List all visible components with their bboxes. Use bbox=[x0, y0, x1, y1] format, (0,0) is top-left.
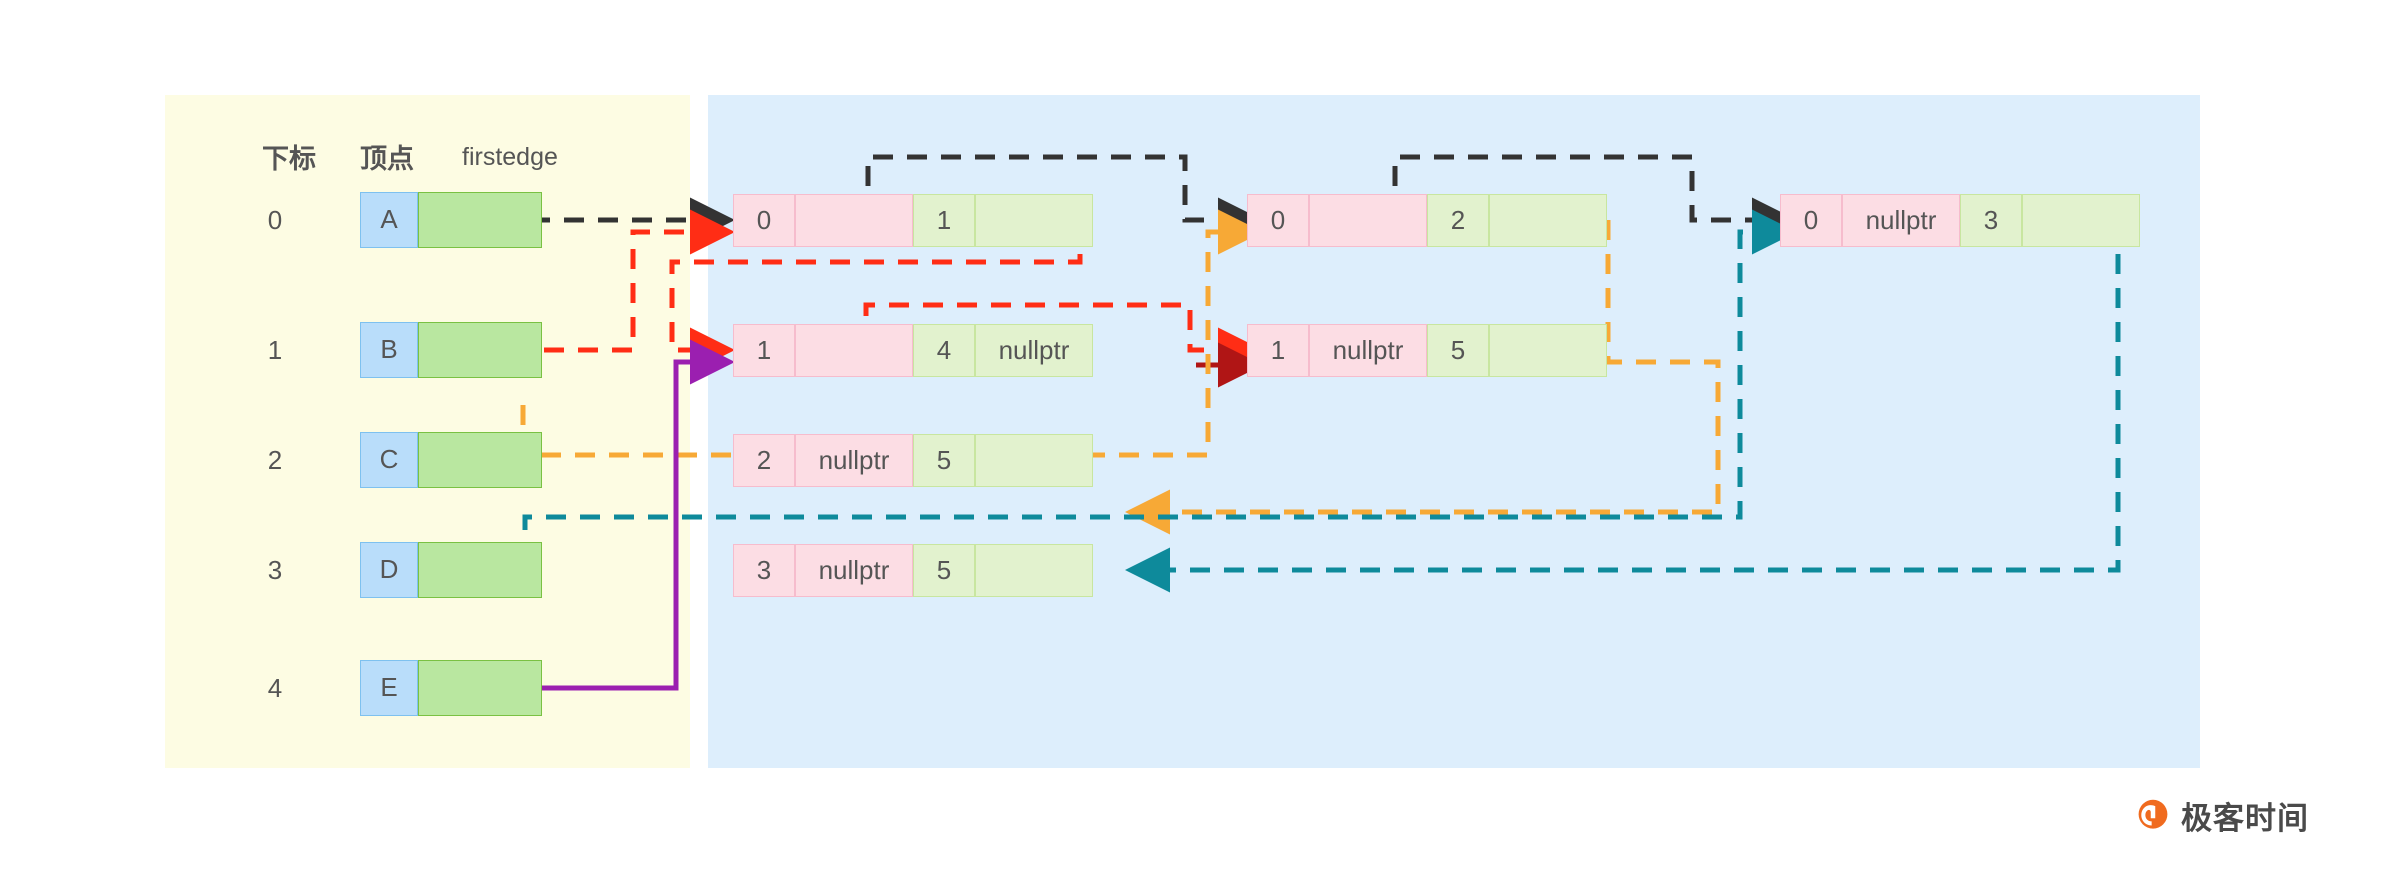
edge-node-jnext bbox=[975, 544, 1093, 597]
vertex-index-3: 3 bbox=[267, 555, 283, 585]
edge-node-ivex: 3 bbox=[733, 544, 795, 597]
watermark-logo: 极客时间 bbox=[2135, 793, 2309, 838]
firstedge-cell-1[interactable] bbox=[418, 322, 542, 378]
header-index: 下标 bbox=[262, 144, 316, 174]
edge-node-jnext bbox=[1489, 194, 1607, 247]
edge-node-0-2[interactable]: 0 nullptr 3 bbox=[1780, 194, 2140, 247]
edge-node-jnext bbox=[975, 194, 1093, 247]
edge-node-inext bbox=[795, 324, 913, 377]
edge-node-ivex: 0 bbox=[1247, 194, 1309, 247]
edge-node-1-1[interactable]: 1 nullptr 5 bbox=[1247, 324, 1607, 377]
vertex-name-1: B bbox=[360, 322, 418, 378]
vertex-name-0: A bbox=[360, 192, 418, 248]
edge-node-ivex: 2 bbox=[733, 434, 795, 487]
firstedge-cell-2[interactable] bbox=[418, 432, 542, 488]
edge-node-jvex: 5 bbox=[913, 434, 975, 487]
vertex-index-4: 4 bbox=[267, 673, 283, 703]
edge-node-jnext bbox=[2022, 194, 2140, 247]
edge-node-inext: nullptr bbox=[795, 544, 913, 597]
edge-node-ivex: 1 bbox=[1247, 324, 1309, 377]
edge-node-0-1[interactable]: 0 2 bbox=[1247, 194, 1607, 247]
watermark-brand: 极客时间 bbox=[2181, 801, 2309, 836]
edge-node-inext bbox=[1309, 194, 1427, 247]
edge-node-jvex: 4 bbox=[913, 324, 975, 377]
firstedge-cell-0[interactable] bbox=[418, 192, 542, 248]
edge-node-jnext: nullptr bbox=[975, 324, 1093, 377]
edge-node-jvex: 5 bbox=[913, 544, 975, 597]
edge-node-0-0[interactable]: 0 1 bbox=[733, 194, 1093, 247]
firstedge-cell-4[interactable] bbox=[418, 660, 542, 716]
edge-node-jnext bbox=[975, 434, 1093, 487]
edge-node-1-0[interactable]: 1 4 nullptr bbox=[733, 324, 1093, 377]
edge-node-inext: nullptr bbox=[795, 434, 913, 487]
edge-node-ivex: 1 bbox=[733, 324, 795, 377]
vertex-index-1: 1 bbox=[267, 335, 283, 365]
vertex-name-2: C bbox=[360, 432, 418, 488]
edge-node-jvex: 2 bbox=[1427, 194, 1489, 247]
edge-node-jvex: 5 bbox=[1427, 324, 1489, 377]
edge-node-jvex: 1 bbox=[913, 194, 975, 247]
vertex-name-3: D bbox=[360, 542, 418, 598]
vertex-index-0: 0 bbox=[267, 205, 283, 235]
edge-node-ivex: 0 bbox=[1780, 194, 1842, 247]
edge-node-2-0[interactable]: 2 nullptr 5 bbox=[733, 434, 1093, 487]
vertex-name-4: E bbox=[360, 660, 418, 716]
header-vertex: 顶点 bbox=[360, 144, 414, 174]
vertex-index-2: 2 bbox=[267, 445, 283, 475]
edge-node-inext bbox=[795, 194, 913, 247]
firstedge-cell-3[interactable] bbox=[418, 542, 542, 598]
edge-node-inext: nullptr bbox=[1842, 194, 1960, 247]
edge-node-jnext bbox=[1489, 324, 1607, 377]
edge-node-3-0[interactable]: 3 nullptr 5 bbox=[733, 544, 1093, 597]
header-firstedge: firstedge bbox=[462, 143, 558, 171]
edge-node-inext: nullptr bbox=[1309, 324, 1427, 377]
edge-node-ivex: 0 bbox=[733, 194, 795, 247]
edge-node-jvex: 3 bbox=[1960, 194, 2022, 247]
geektime-logo-icon bbox=[2138, 799, 2168, 829]
